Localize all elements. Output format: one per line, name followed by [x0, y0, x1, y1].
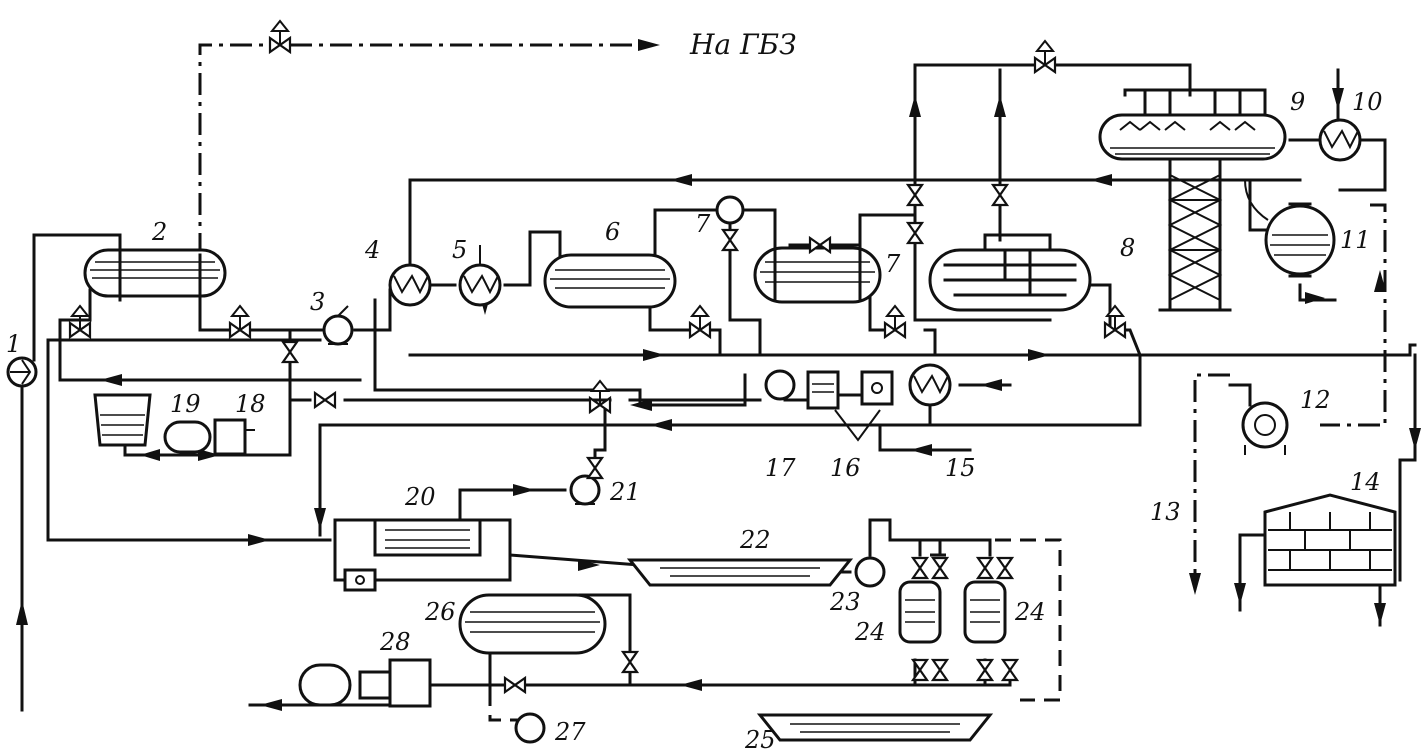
heat-exchanger-4 [388, 263, 432, 307]
filter-24b [963, 580, 1007, 644]
tank-20 [333, 518, 512, 592]
label-10: 10 [1352, 88, 1383, 116]
label-25: 25 [744, 726, 776, 754]
label-26: 26 [424, 598, 456, 626]
label-15: 15 [945, 454, 976, 482]
label-11: 11 [1340, 226, 1371, 254]
label-21: 21 [609, 478, 641, 506]
tank-26 [458, 593, 607, 655]
label-18: 18 [235, 390, 266, 418]
pump-23 [854, 556, 886, 588]
label-13: 13 [1150, 498, 1181, 526]
label-8: 8 [1120, 234, 1135, 262]
separator-7 [753, 243, 882, 304]
pump-17 [764, 369, 796, 401]
pump-1 [6, 356, 38, 388]
pump-7 [715, 195, 745, 225]
heat-exchanger-15 [908, 363, 952, 407]
ejector-16 [806, 370, 894, 442]
label-16: 16 [830, 454, 861, 482]
heat-exchanger-5 [458, 245, 502, 307]
pump-12 [1241, 401, 1289, 455]
heat-exchanger-10 [1318, 118, 1362, 162]
storage-building-14 [1263, 493, 1397, 587]
filter-24a [898, 580, 942, 644]
label-5: 5 [452, 236, 467, 264]
gas-lines [198, 43, 1387, 722]
basin-25 [756, 713, 994, 742]
tank-19 [93, 393, 152, 447]
tower-structure [1158, 158, 1232, 312]
label-7b: 7 [885, 250, 901, 278]
tank-11 [1244, 179, 1336, 278]
label-3: 3 [310, 288, 325, 316]
pipelines [20, 63, 1417, 712]
compressor-28 [298, 658, 432, 708]
settling-pond-22 [626, 558, 854, 587]
label-24a: 24 [854, 618, 886, 646]
label-1: 1 [6, 330, 21, 358]
vessel-8 [928, 233, 1092, 312]
separator-2 [83, 248, 227, 302]
pump-27 [514, 712, 546, 744]
label-6: 6 [605, 218, 620, 246]
labels: На ГБЗ 1 2 3 4 5 6 7 7 8 9 10 11 12 13 1… [6, 28, 1383, 754]
label-28: 28 [379, 628, 411, 656]
label-7a: 7 [695, 210, 711, 238]
pump-21 [569, 474, 601, 506]
label-12: 12 [1300, 386, 1331, 414]
separator-9 [1098, 113, 1287, 161]
label-19: 19 [170, 390, 201, 418]
separator-6 [543, 253, 677, 309]
label-4: 4 [364, 236, 380, 264]
label-24b: 24 [1014, 598, 1046, 626]
pump-3 [322, 305, 354, 346]
label-14: 14 [1350, 468, 1381, 496]
label-20: 20 [404, 483, 436, 511]
label-17: 17 [765, 454, 796, 482]
destination-label: На ГБЗ [689, 28, 797, 61]
label-9: 9 [1290, 88, 1305, 116]
label-2: 2 [151, 218, 167, 246]
label-22: 22 [739, 526, 771, 554]
label-27: 27 [554, 718, 586, 746]
pump-18 [163, 418, 255, 456]
label-23: 23 [829, 588, 861, 616]
